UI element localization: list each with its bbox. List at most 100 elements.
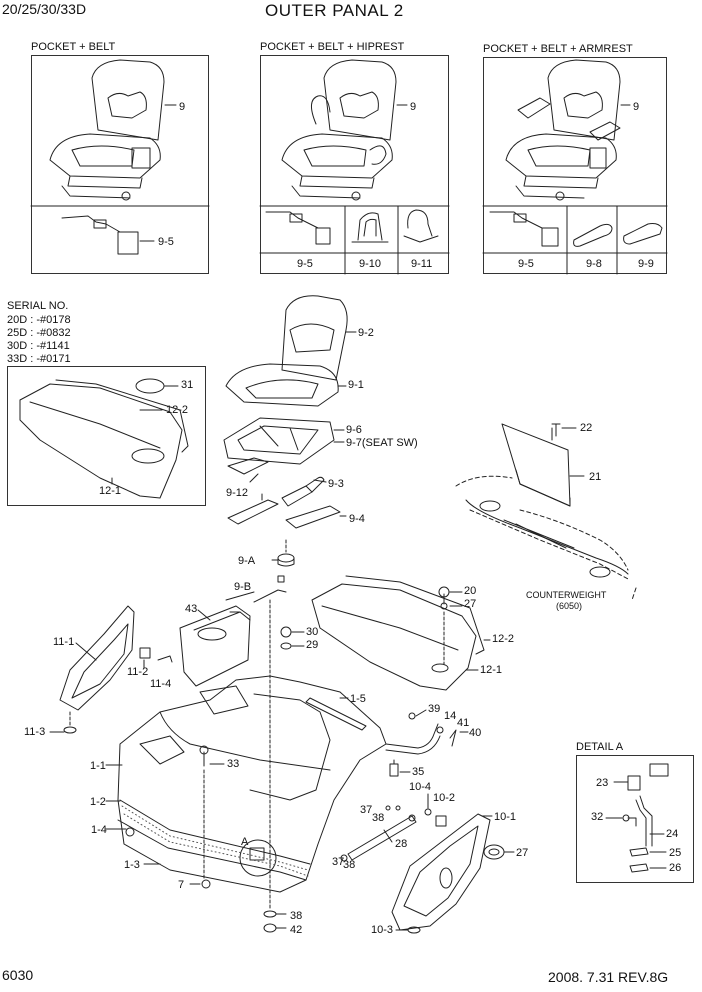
variant-3-part-1: 9-5: [518, 258, 534, 270]
callout-20: 20: [464, 585, 477, 597]
serial-box: [7, 366, 206, 506]
page-title: OUTER PANAL 2: [265, 1, 404, 20]
variant-box-1: [31, 55, 209, 274]
variant-3-part-2: 9-8: [586, 258, 602, 270]
clip-11-2-icon: [139, 647, 173, 669]
detail-a-callout-26: 26: [669, 862, 682, 874]
rear-panel-icon: [311, 575, 491, 691]
callout-9-1: 9-1: [348, 379, 364, 391]
right-side-panel-icon: [391, 813, 493, 934]
callout-35: 35: [412, 766, 425, 778]
model-range: 20/25/30/33D: [2, 1, 87, 17]
seat-icon-variant-1: [49, 59, 177, 201]
callout-1-5: 1-5: [350, 693, 366, 705]
detail-a-drawing: [605, 763, 669, 873]
callout-11-4: 11-4: [150, 678, 172, 690]
callout-29: 29: [306, 639, 319, 651]
callout-40: 40: [469, 727, 482, 739]
detail-a-callout-23: 23: [596, 777, 609, 789]
variant-caption-2: POCKET + BELT + HIPREST: [260, 41, 405, 53]
seat-rail-icon: [227, 493, 347, 529]
callout-1-1: 1-1: [90, 760, 106, 772]
body-band-texture-icon: [121, 805, 309, 877]
old-rear-panel-icon: [19, 378, 189, 499]
callout-9-A: 9-A: [238, 555, 256, 567]
callout-37-bottom: 37: [332, 856, 345, 868]
detail-a-callout-24: 24: [666, 828, 679, 840]
variant-2-part-2: 9-10: [359, 258, 382, 270]
seat-belt-icon-variant-1: [61, 215, 155, 255]
callout-22: 22: [580, 422, 593, 434]
callout-39: 39: [428, 703, 441, 715]
wire-9b-icon: [253, 575, 287, 603]
variant-3-seat-ref: 9: [633, 101, 640, 113]
callout-41: 41: [457, 717, 470, 729]
callout-9-7: 9-7(SEAT SW): [346, 437, 418, 449]
callout-30: 30: [306, 626, 319, 638]
revision-stamp: 2008. 7.31 REV.8G: [548, 969, 669, 985]
variant-1-seat-ref: 9: [179, 101, 186, 113]
seat-icon-variant-3: [505, 59, 631, 201]
callout-21: 21: [589, 471, 602, 483]
callout-9-2: 9-2: [358, 327, 374, 339]
callout-9-6: 9-6: [346, 424, 362, 436]
lever-14-icon: [385, 709, 469, 755]
serial-heading: SERIAL NO.: [7, 300, 69, 312]
callout-1-3: 1-3: [124, 859, 140, 871]
callout-10-3: 10-3: [371, 924, 394, 936]
callout-27-top: 27: [464, 598, 477, 610]
callout-27-bottom: 27: [516, 847, 529, 859]
washer-9a-icon: [271, 539, 295, 567]
callout-10-4: 10-4: [409, 781, 432, 793]
callout-9-B: 9-B: [234, 581, 252, 593]
callout-38-bottom: 38: [343, 859, 356, 871]
callout-10-2: 10-2: [433, 792, 456, 804]
seat-belt-icon-variant-3: [489, 211, 559, 247]
counterweight-bracket-icon: [501, 423, 585, 507]
seat-switch-plate-icon: [227, 457, 269, 483]
serial-line-4: 33D : -#0171: [7, 353, 71, 365]
callout-11-3: 11-3: [24, 726, 46, 738]
bolt-35-icon: [389, 759, 411, 777]
callout-1-2: 1-2: [90, 796, 106, 808]
page-number: 6030: [2, 967, 34, 983]
gas-spring-28-icon: [340, 805, 417, 862]
callout-9-4: 9-4: [349, 513, 365, 525]
callout-12-1-old: 12-1: [99, 485, 122, 497]
hiprest-right-icon: [403, 209, 439, 243]
detail-a-box: [576, 755, 694, 883]
variant-2-seat-ref: 9: [410, 101, 417, 113]
callout-10-1: 10-1: [494, 811, 517, 823]
hiprest-left-icon: [351, 212, 389, 243]
variant-3-part-3: 9-9: [638, 258, 654, 270]
strip-1-5-icon: [305, 697, 367, 731]
detail-a-title: DETAIL A: [576, 741, 624, 753]
callout-38-top: 38: [372, 812, 385, 824]
callout-9-3: 9-3: [328, 478, 344, 490]
gas-spring-icon: [281, 476, 327, 507]
callout-11-1: 11-1: [53, 636, 75, 648]
detail-a-callout-32: 32: [591, 811, 604, 823]
callout-12-2-old: 12-2: [166, 404, 189, 416]
callout-1-4: 1-4: [91, 824, 107, 836]
variant-caption-1: POCKET + BELT: [31, 41, 116, 53]
variant-2-part-3: 9-11: [411, 258, 433, 270]
callout-9-12: 9-12: [226, 487, 249, 499]
serial-line-3: 30D : -#1141: [7, 340, 70, 352]
variant-box-3: [483, 57, 667, 274]
seat-belt-icon-variant-2: [265, 211, 331, 245]
callout-12-2-new: 12-2: [492, 633, 515, 645]
serial-line-2: 25D : -#0832: [7, 327, 71, 339]
screw-30-29-icon: [280, 626, 305, 650]
armrest-left-icon: [573, 223, 613, 247]
counterweight-body-icon: [455, 475, 637, 601]
callout-28: 28: [395, 838, 408, 850]
seat-icon-variant-2: [281, 59, 408, 201]
seat-cushion-icon: [225, 363, 347, 407]
callout-42: 42: [290, 924, 303, 936]
main-body-panel-icon: [105, 675, 387, 893]
callout-11-2: 11-2: [127, 666, 149, 678]
callout-43: 43: [185, 603, 198, 615]
bracket-10-2-icon: [424, 793, 447, 827]
